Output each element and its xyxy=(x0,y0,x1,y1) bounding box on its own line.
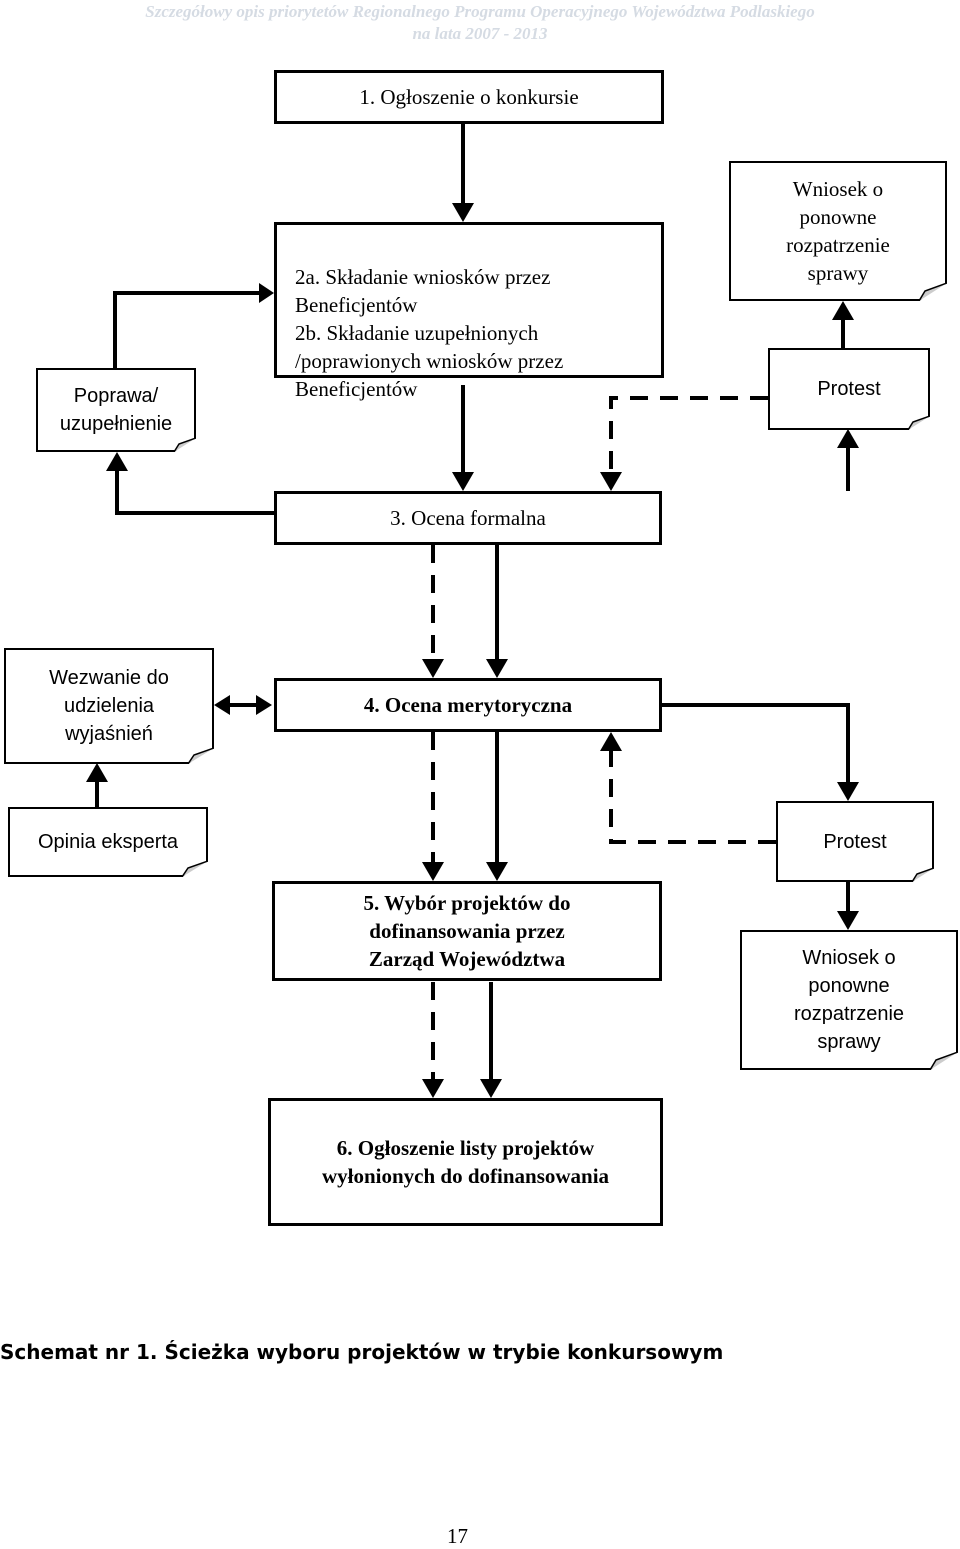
box-submission: 2a. Składanie wniosków przez Beneficjent… xyxy=(274,222,664,401)
dashed-protest-to-merit xyxy=(609,749,776,844)
box-results: 6. Ogłoszenie listy projektów wyłonionyc… xyxy=(268,1098,663,1226)
note-explanation-request-label: Wezwanie do udzielenia wyjaśnień xyxy=(49,667,169,745)
arrowhead xyxy=(214,695,230,715)
folded-corner-icon xyxy=(188,748,214,764)
note-protest-mid-label: Protest xyxy=(823,830,887,853)
note-reconsideration-bottom-label: Wniosek o ponowne rozpatrzenie sprawy xyxy=(793,947,905,1053)
arrowhead xyxy=(86,763,108,782)
document-header-line-2: na lata 2007 - 2013 xyxy=(412,24,548,43)
line-merit-to-protest xyxy=(660,703,850,785)
folded-corner-icon xyxy=(919,283,947,301)
box-submission-label: 2a. Składanie wniosków przez Beneficjent… xyxy=(295,265,564,401)
arrowhead xyxy=(256,695,272,715)
box-announcement-label: 1. Ogłoszenie o konkursie xyxy=(359,85,579,109)
page-number: 17 xyxy=(447,1524,468,1548)
arrowhead xyxy=(486,862,508,881)
note-correction: Poprawa/ uzupełnienie xyxy=(36,368,196,452)
document-header-line-1: Szczegółowy opis priorytetów Regionalneg… xyxy=(145,2,815,21)
arrowhead xyxy=(259,283,274,303)
box-formal-evaluation-label: 3. Ocena formalna xyxy=(390,506,546,530)
note-protest-top-label: Protest xyxy=(817,378,881,400)
arrowhead xyxy=(480,1079,502,1098)
diagram-caption: Schemat nr 1. Ścieżka wyboru projektów w… xyxy=(0,1340,724,1364)
line-formal-to-correction xyxy=(115,468,274,515)
arrowhead xyxy=(452,472,474,491)
note-reconsideration-top: Wniosek o ponowne rozpatrzenie sprawy xyxy=(729,161,947,301)
box-selection: 5. Wybór projektów do dofinansowania prz… xyxy=(272,881,662,981)
note-expert-opinion: Opinia eksperta xyxy=(8,807,208,877)
dashed-protest-to-formal xyxy=(609,396,768,476)
arrowhead xyxy=(832,301,854,320)
note-reconsideration-bottom: Wniosek o ponowne rozpatrzenie sprawy xyxy=(740,930,958,1070)
box-selection-label: 5. Wybór projektów do dofinansowania prz… xyxy=(363,891,571,971)
box-results-label: 6. Ogłoszenie listy projektów wyłonionyc… xyxy=(321,1136,610,1188)
box-formal-evaluation: 3. Ocena formalna xyxy=(274,491,662,545)
arrowhead xyxy=(106,452,128,471)
note-expert-opinion-label: Opinia eksperta xyxy=(37,831,179,853)
arrowhead xyxy=(837,429,859,448)
folded-corner-icon xyxy=(912,868,934,882)
box-announcement: 1. Ogłoszenie o konkursie xyxy=(274,70,664,124)
folded-corner-icon xyxy=(908,416,930,430)
folded-corner-icon xyxy=(182,861,208,877)
arrowhead xyxy=(837,782,859,801)
note-explanation-request: Wezwanie do udzielenia wyjaśnień xyxy=(4,648,214,764)
arrowhead xyxy=(837,911,859,930)
arrowhead xyxy=(486,659,508,678)
arrowhead xyxy=(600,732,622,751)
arrowhead xyxy=(600,472,622,491)
line-correction-to-submission xyxy=(113,291,264,370)
arrowhead xyxy=(422,1079,444,1098)
box-merit-evaluation-label: 4. Ocena merytoryczna xyxy=(363,693,573,717)
folded-corner-icon xyxy=(174,438,196,452)
folded-corner-icon xyxy=(930,1052,958,1070)
note-correction-label: Poprawa/ uzupełnienie xyxy=(59,385,173,435)
arrowhead xyxy=(452,203,474,222)
note-reconsideration-top-label: Wniosek o ponowne rozpatrzenie sprawy xyxy=(786,177,890,285)
arrowhead xyxy=(422,659,444,678)
box-merit-evaluation: 4. Ocena merytoryczna xyxy=(274,678,662,732)
note-protest-top: Protest xyxy=(768,348,930,430)
note-protest-mid: Protest xyxy=(776,801,934,882)
arrowhead xyxy=(422,862,444,881)
